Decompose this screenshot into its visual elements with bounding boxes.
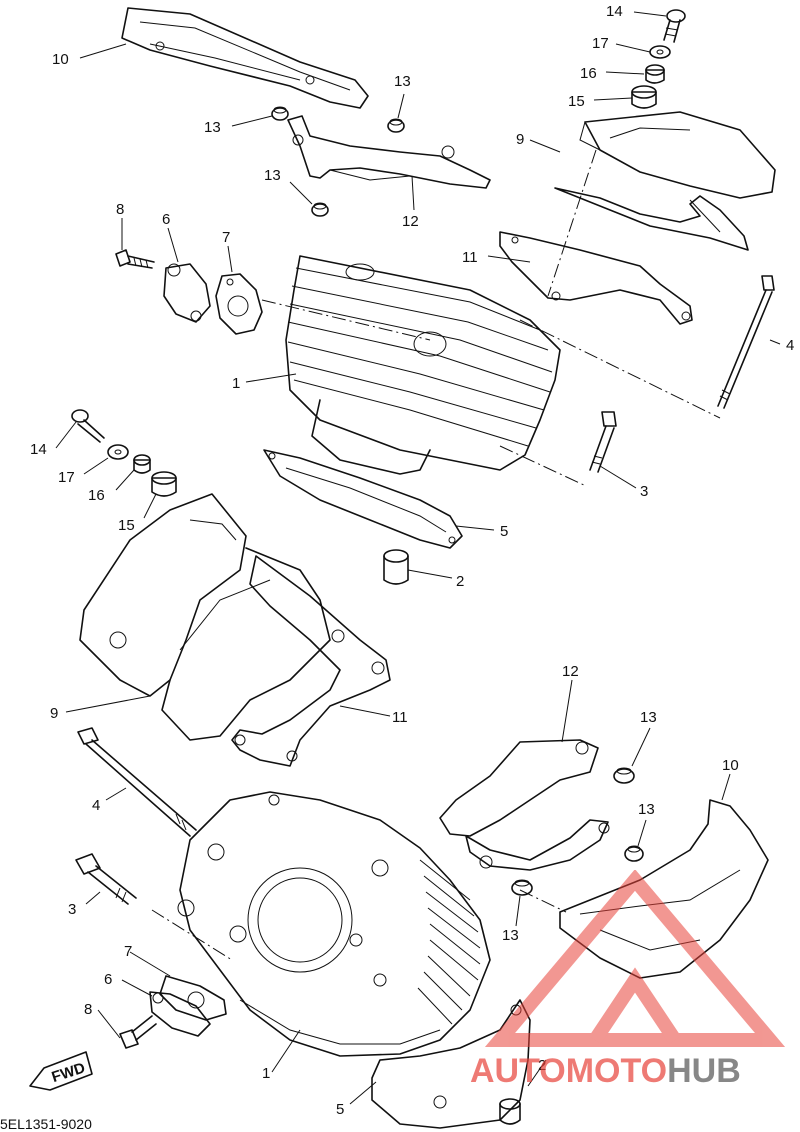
callout-7: 7	[124, 943, 132, 960]
callout-5: 5	[336, 1101, 344, 1118]
callout-7: 7	[222, 229, 230, 246]
callout-15: 15	[568, 93, 585, 110]
gasket-7-upper	[215, 273, 263, 335]
callout-14: 14	[30, 441, 47, 458]
leader-lines	[55, 11, 781, 1105]
grommet-15-upper	[631, 85, 657, 109]
stud-bolt-4-lower	[77, 727, 197, 837]
bolt-14-upper	[663, 9, 686, 43]
callout-13: 13	[394, 73, 411, 90]
callout-17: 17	[592, 35, 609, 52]
bolt-3-lower	[75, 853, 137, 905]
callout-17: 17	[58, 469, 75, 486]
fwd-arrow: FWD	[29, 1051, 93, 1091]
grommet-13-upper-mid	[387, 118, 405, 133]
callout-2: 2	[538, 1057, 546, 1074]
collar-16-left	[133, 454, 151, 474]
callout-1: 1	[262, 1065, 270, 1082]
callout-13: 13	[502, 927, 519, 944]
callout-9: 9	[516, 131, 524, 148]
washer-17-upper	[649, 45, 671, 59]
callout-numbers: 10 14 17 16 15 13 13 13 9 12 8 6 7 11 4 …	[30, 3, 794, 1118]
cylinder-1-upper	[285, 255, 561, 475]
bolt-14-left	[71, 409, 105, 443]
callout-8: 8	[116, 201, 124, 218]
grommet-13-lower-a	[613, 767, 635, 784]
callout-3: 3	[640, 483, 648, 500]
rocker-gasket-11-upper	[499, 231, 693, 325]
base-gasket-5-upper	[263, 449, 463, 549]
bolt-3-upper	[589, 411, 617, 473]
callout-16: 16	[580, 65, 597, 82]
cylinder-1-lower	[177, 791, 491, 1057]
dowel-pin-2-upper	[383, 549, 409, 585]
callout-1: 1	[232, 375, 240, 392]
callout-6: 6	[162, 211, 170, 228]
grommet-13-lower-c	[511, 879, 533, 896]
gasket-7-lower	[159, 975, 227, 1021]
rocker-gasket-11-lower	[231, 555, 391, 767]
cover-6-upper	[163, 263, 211, 323]
callout-13: 13	[204, 119, 221, 136]
grommet-15-left	[151, 471, 177, 497]
callout-4: 4	[786, 337, 794, 354]
callout-3: 3	[68, 901, 76, 918]
dowel-pin-2-lower	[499, 1098, 521, 1125]
callout-10: 10	[52, 51, 69, 68]
callout-13: 13	[264, 167, 281, 184]
callout-13: 13	[640, 709, 657, 726]
bolt-8-lower	[119, 1015, 157, 1049]
callout-13: 13	[638, 801, 655, 818]
rocker-cover-9-upper	[554, 111, 776, 251]
cover-6-lower	[149, 991, 211, 1037]
callout-12: 12	[562, 663, 579, 680]
callout-15: 15	[118, 517, 135, 534]
document-code: 5EL1351-9020	[0, 1116, 92, 1132]
callout-14: 14	[606, 3, 623, 20]
assembly-lines	[151, 149, 721, 961]
grommet-13-upper-left	[271, 106, 289, 121]
callout-10: 10	[722, 757, 739, 774]
bolt-8-upper	[115, 249, 155, 269]
collar-16-upper	[645, 64, 665, 84]
callout-9: 9	[50, 705, 58, 722]
callout-8: 8	[84, 1001, 92, 1018]
tappet-cover-upper	[121, 7, 369, 109]
callout-5: 5	[500, 523, 508, 540]
callout-11: 11	[462, 249, 478, 266]
callout-11: 11	[392, 709, 408, 726]
tappet-cover-10-lower	[559, 799, 769, 979]
callout-6: 6	[104, 971, 112, 988]
grommet-13-upper-low	[311, 202, 329, 217]
bracket-12-lower	[439, 739, 610, 871]
callout-4: 4	[92, 797, 100, 814]
grommet-13-lower-b	[624, 845, 644, 862]
stud-bolt-4-upper	[717, 275, 775, 409]
washer-17-left	[107, 444, 129, 460]
callout-16: 16	[88, 487, 105, 504]
callout-2: 2	[456, 573, 464, 590]
callout-12: 12	[402, 213, 419, 230]
bracket-12-upper	[287, 115, 491, 189]
